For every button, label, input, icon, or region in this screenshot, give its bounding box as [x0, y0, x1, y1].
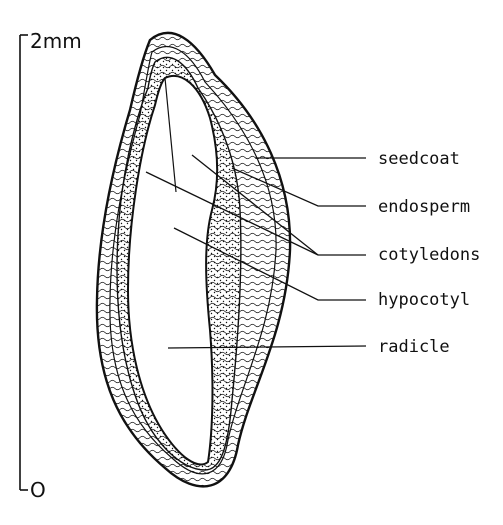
scale-bottom-label: O: [30, 478, 46, 502]
label-seedcoat: seedcoat: [378, 149, 460, 169]
label-endosperm: endosperm: [378, 197, 471, 217]
scale-bar: [19, 34, 28, 491]
label-cotyledons: cotyledons: [378, 245, 481, 265]
cotyledon-shape: [126, 75, 219, 466]
label-radicle: radicle: [378, 337, 450, 357]
leader-lines: [145, 154, 367, 349]
label-hypocotyl: hypocotyl: [378, 290, 471, 310]
scale-top-label: 2mm: [30, 29, 82, 53]
